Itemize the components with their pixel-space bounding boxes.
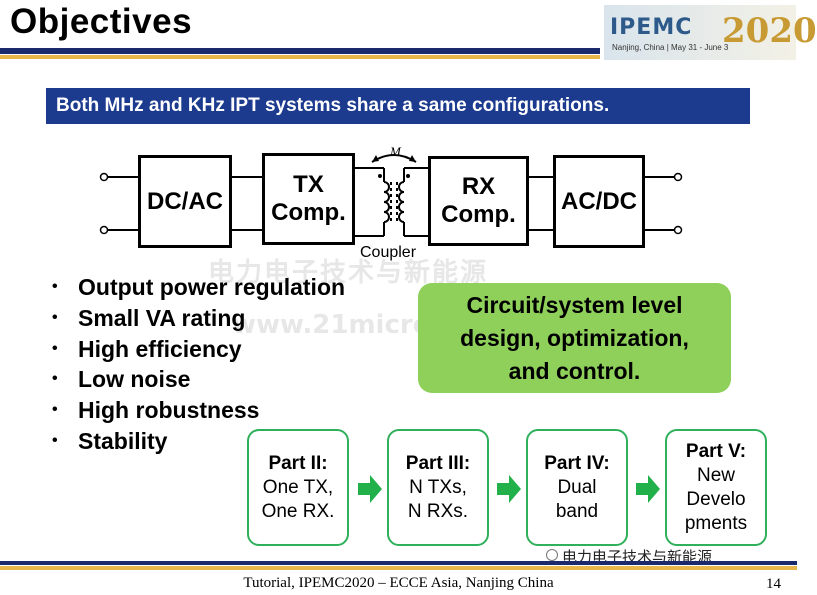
part-heading: Part V: (685, 440, 747, 462)
arrow-right-icon (636, 475, 660, 503)
coupler-label: Coupler (360, 244, 417, 261)
part-line: pments (684, 512, 748, 534)
title-underline-gold (0, 55, 600, 59)
part-iii-box: Part III: N TXs, N RXs. (387, 429, 489, 546)
logo-year: 2020 (722, 11, 817, 51)
part-heading: Part IV: (544, 452, 610, 474)
dcac-label: DC/AC (147, 187, 223, 215)
part-line: One TX, (262, 476, 334, 498)
part-line: Dual (557, 476, 597, 498)
part-heading: Part II: (268, 452, 328, 474)
list-item: •Low noise (52, 366, 191, 393)
tx-comp-block: TX Comp. (262, 153, 355, 245)
list-item: •Stability (52, 427, 168, 454)
conference-logo: IPEMC 2020 Nanjing, China | May 31 - Jun… (604, 5, 817, 60)
part-line: band (555, 500, 599, 522)
configuration-banner: Both MHz and KHz IPT systems share a sam… (46, 88, 750, 124)
part-line: N TXs, (409, 476, 467, 498)
list-item: •High robustness (52, 397, 260, 424)
callout-line: and control. (508, 357, 641, 384)
tx-label: TX (293, 171, 324, 199)
circuit-design-callout: Circuit/system level design, optimizatio… (418, 283, 731, 393)
slide-title: Objectives (10, 2, 193, 41)
acdc-block: AC/DC (553, 155, 645, 248)
footer-text: Tutorial, IPEMC2020 – ECCE Asia, Nanjing… (243, 575, 554, 591)
acdc-label: AC/DC (561, 187, 637, 215)
objectives-list: •Output power regulation •Small VA ratin… (52, 272, 345, 457)
part-v-box: Part V: New Develo pments (665, 429, 767, 546)
wechat-icon (546, 549, 558, 561)
callout-line: Circuit/system level (466, 291, 683, 318)
dcac-block: DC/AC (138, 155, 232, 248)
logo-subtitle: Nanjing, China | May 31 - June 3 (612, 43, 729, 52)
list-item: •Output power regulation (52, 274, 346, 300)
page-number: 14 (766, 576, 781, 592)
logo-text: IPEMC (610, 15, 693, 40)
tx-comp-label: Comp. (271, 199, 346, 226)
arrow-right-icon (497, 475, 521, 503)
part-iv-box: Part IV: Dual band (526, 429, 628, 546)
part-ii-box: Part II: One TX, One RX. (247, 429, 349, 546)
ipt-block-diagram (99, 154, 683, 237)
title-underline-dark (0, 48, 600, 54)
footer-bar-gold (0, 566, 797, 570)
rx-comp-label: Comp. (441, 201, 516, 228)
footer-bar-dark (0, 561, 797, 565)
callout-line: design, optimization, (460, 324, 689, 351)
rx-comp-block: RX Comp. (428, 156, 529, 246)
mutual-inductance-label: M (390, 144, 401, 159)
arrow-right-icon (358, 475, 382, 503)
part-line: N RXs. (407, 500, 469, 522)
list-item: •Small VA rating (52, 304, 246, 331)
part-line: One RX. (261, 500, 335, 522)
part-heading: Part III: (405, 452, 471, 474)
part-line: Develo (686, 488, 746, 510)
part-line: New (696, 464, 735, 486)
list-item: •High efficiency (52, 335, 242, 362)
rx-label: RX (461, 173, 496, 201)
